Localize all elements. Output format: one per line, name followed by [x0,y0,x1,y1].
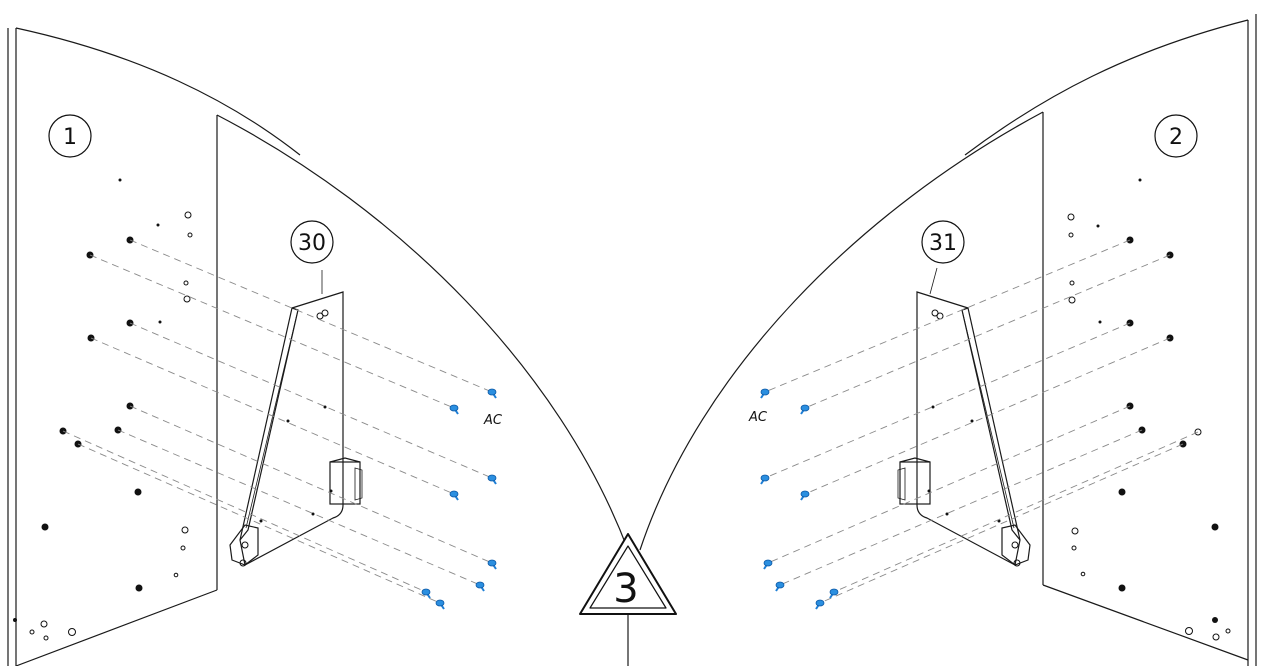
screw-icon [775,581,785,592]
screw-icon [815,599,825,610]
label-panel-left: 1 [63,125,77,150]
panel-left: 1 [7,27,301,666]
step-number: 3 [613,566,638,612]
screw-icon [760,388,770,399]
screw-icon [487,559,497,570]
panel-right: 2 [964,14,1257,666]
bracket-left: 30 [229,220,363,567]
label-panel-right: 2 [1169,125,1183,150]
screw-icon [487,474,497,485]
screw-icon [435,599,445,610]
hardware-label-left: AC [483,413,503,428]
bracket-right: 31 [897,220,1031,567]
callout-panel-right: 2 [1154,114,1198,158]
screws-right [760,388,839,610]
panel-right-holes [1067,178,1231,641]
screws-left [421,388,497,610]
alignment-lines-left [62,239,493,604]
screw-icon [449,490,459,501]
screw-icon [829,588,839,599]
hardware-label-right: AC [748,410,768,425]
screw-icon [449,404,459,415]
callout-bracket-right: 31 [921,220,965,264]
screw-icon [760,474,770,485]
warning-triangle-icon: 3 [579,533,677,615]
screw-icon [421,588,431,599]
screw-icon [487,388,497,399]
screw-icon [475,581,485,592]
callout-panel-left: 1 [48,114,92,158]
screw-icon [763,559,773,570]
step-divider [216,111,1044,666]
panel-left-holes [13,178,193,641]
callout-bracket-left: 30 [290,220,334,264]
label-bracket-left: 30 [298,231,326,256]
alignment-lines-right [764,239,1199,604]
screw-icon [800,490,810,501]
label-bracket-right: 31 [929,231,957,256]
screw-icon [800,404,810,415]
